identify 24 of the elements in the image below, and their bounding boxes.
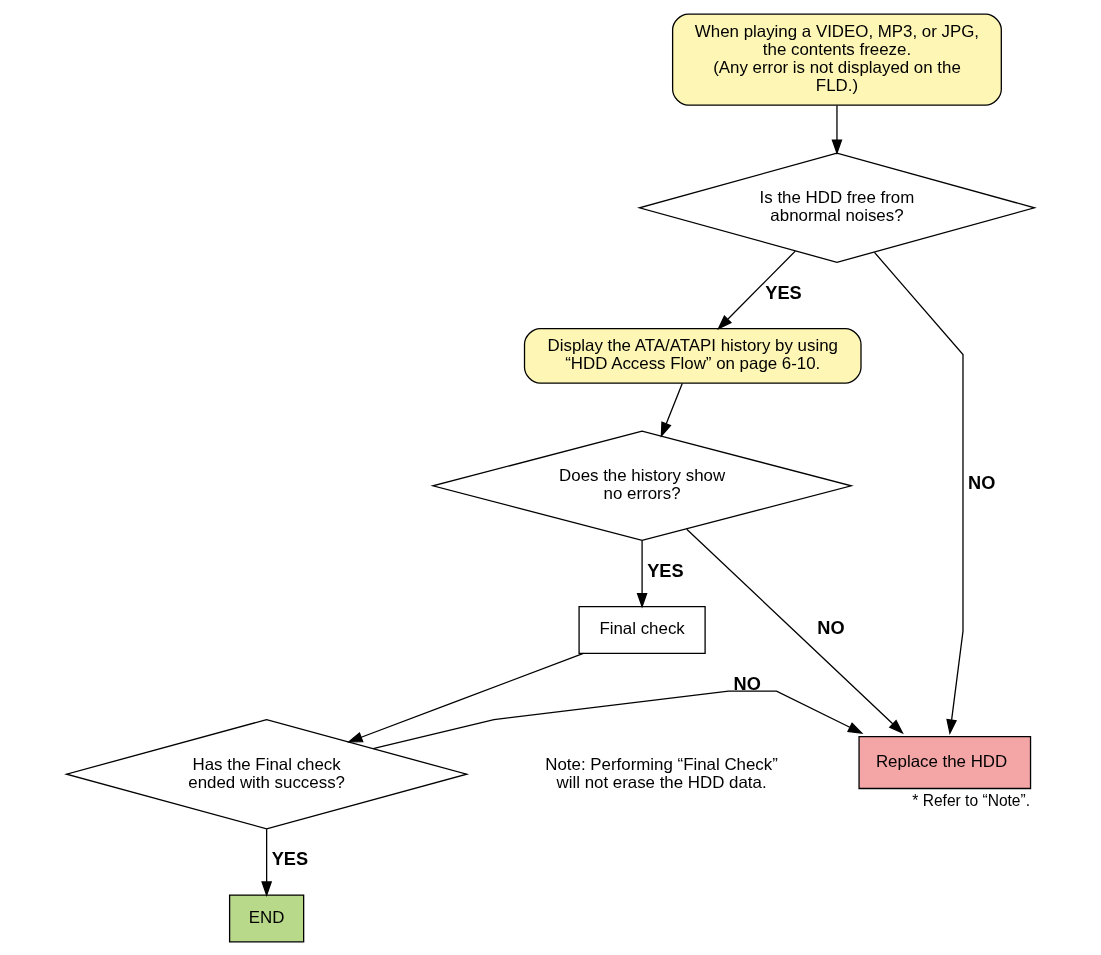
edge-label: NO xyxy=(968,472,996,493)
edge-label: YES xyxy=(765,282,802,303)
arrow xyxy=(873,251,964,735)
label: Note: Performing “Final Check” will not erase the HDD data. xyxy=(545,754,778,792)
edge-label: NO xyxy=(733,673,761,694)
node-diamond: Is the HDD free from abnormal noises? xyxy=(637,152,1037,263)
arrow xyxy=(717,250,796,330)
arrow xyxy=(686,528,904,734)
node-box: Final check xyxy=(578,605,706,654)
edge-label: YES xyxy=(271,848,309,869)
arrow xyxy=(660,382,683,438)
arrow xyxy=(347,652,585,743)
node-box: Display the ATA/ATAPI history by using “HDD Access Flow” on page 6-10. xyxy=(523,327,862,384)
arrow xyxy=(636,539,648,609)
node-diamond: Has the Final check ended with success? xyxy=(64,718,470,829)
node-label: * Refer to “Note”. xyxy=(912,791,1031,809)
edge-label: NO xyxy=(817,617,845,638)
arrow xyxy=(261,827,273,897)
node-diamond: Does the history show no errors? xyxy=(430,430,854,541)
arrow xyxy=(372,689,864,749)
arrow xyxy=(831,104,843,155)
node-box: When playing a VIDEO, MP3, or JPG, the contents freeze. (Any error is not displayed on the FLD.) xyxy=(671,13,1002,106)
node-box: END xyxy=(228,893,305,942)
edge-label: YES xyxy=(647,560,684,581)
